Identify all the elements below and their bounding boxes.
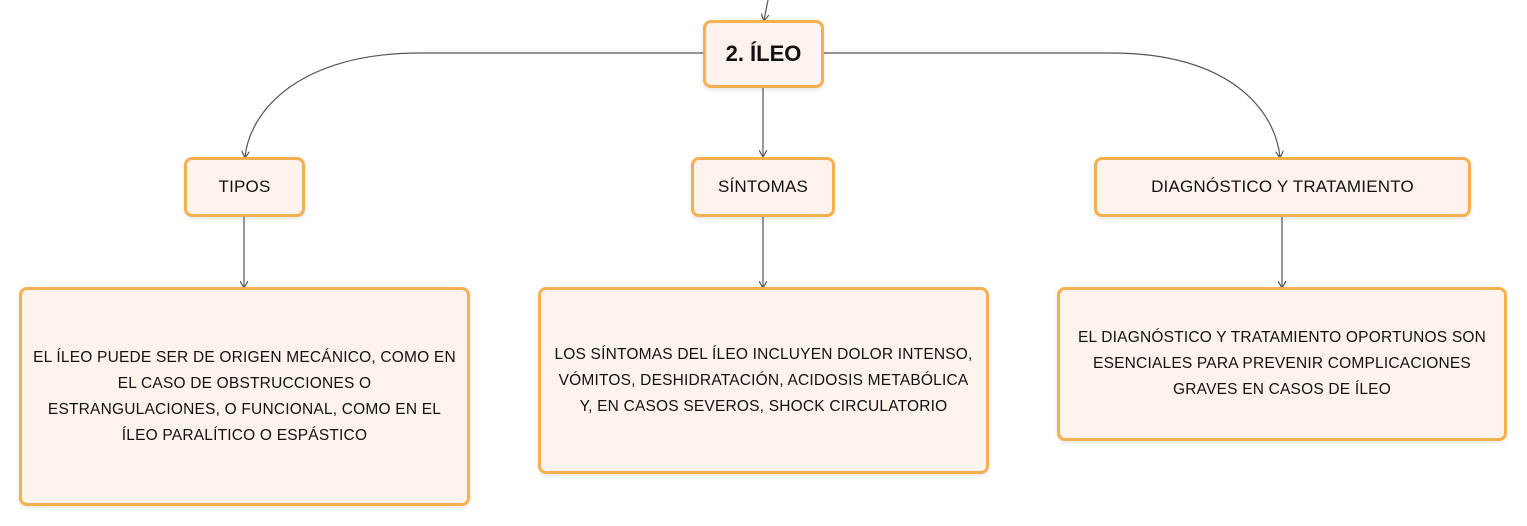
detail-node-sintomas[interactable]: LOS SÍNTOMAS DEL ÍLEO INCLUYEN DOLOR INT… [538,287,989,474]
branch-label: TIPOS [218,177,271,196]
detail-node-tipos[interactable]: EL ÍLEO PUEDE SER DE ORIGEN MECÁNICO, CO… [19,287,470,506]
branch-label: SÍNTOMAS [717,177,809,196]
branch-label: DIAGNÓSTICO Y TRATAMIENTO [1151,177,1414,196]
branch-node-tipos[interactable]: TIPOS [184,157,305,217]
connector-root-to-diagnostico [824,52,1280,157]
detail-text: EL ÍLEO PUEDE SER DE ORIGEN MECÁNICO, CO… [33,348,456,444]
detail-node-diagnostico-y-tratamiento[interactable]: EL DIAGNÓSTICO Y TRATAMIENTO OPORTUNOS S… [1057,287,1507,441]
root-label: 2. ÍLEO [725,41,802,66]
detail-text: LOS SÍNTOMAS DEL ÍLEO INCLUYEN DOLOR INT… [554,345,973,415]
connector-root-to-tipos [245,52,703,157]
branch-node-sintomas[interactable]: SÍNTOMAS [691,157,835,217]
incoming-connector [764,0,768,20]
branch-node-diagnostico-y-tratamiento[interactable]: DIAGNÓSTICO Y TRATAMIENTO [1094,157,1471,217]
detail-text: EL DIAGNÓSTICO Y TRATAMIENTO OPORTUNOS S… [1077,329,1487,398]
root-node[interactable]: 2. ÍLEO [703,20,824,88]
